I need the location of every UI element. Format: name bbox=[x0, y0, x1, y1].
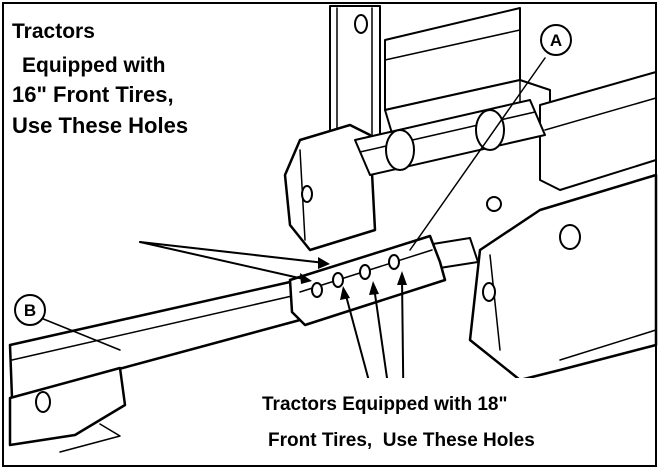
label-18in-tires: Tractors Equipped with 18" Front Tires, … bbox=[255, 378, 651, 462]
bracket-hole bbox=[301, 185, 313, 203]
left-side-bracket bbox=[283, 123, 377, 252]
callout-a-letter: A bbox=[550, 31, 562, 50]
hole-18in-1 bbox=[359, 264, 371, 280]
drawbar bbox=[8, 280, 302, 453]
label-16in-line1: Tractors bbox=[12, 20, 95, 43]
drawbar-end-hole bbox=[35, 391, 51, 413]
callout-b: B bbox=[14, 294, 46, 326]
callout-a: A bbox=[540, 24, 572, 56]
bracket-hole bbox=[482, 282, 496, 302]
hole-16in-2 bbox=[332, 272, 344, 288]
pin-head bbox=[559, 224, 581, 250]
hole-18in-2 bbox=[388, 254, 400, 270]
cross-tube bbox=[354, 99, 546, 212]
label-16in-line4: Use These Holes bbox=[12, 113, 188, 138]
label-16in-line3: 16" Front Tires, bbox=[12, 82, 174, 107]
hole-16in-1 bbox=[311, 282, 323, 298]
label-16in-tires: Tractors Equipped with 16" Front Tires, … bbox=[6, 8, 278, 140]
right-side-bracket bbox=[468, 173, 658, 382]
label-18in-line2: Front Tires, Use These Holes bbox=[268, 430, 535, 451]
adjustment-bar bbox=[288, 234, 447, 327]
label-16in-line2: Equipped with bbox=[22, 54, 165, 77]
callout-b-letter: B bbox=[24, 301, 36, 320]
plate-hole bbox=[354, 14, 368, 34]
bolt-head bbox=[486, 196, 502, 212]
label-18in-line1: Tractors Equipped with 18" bbox=[262, 394, 508, 415]
